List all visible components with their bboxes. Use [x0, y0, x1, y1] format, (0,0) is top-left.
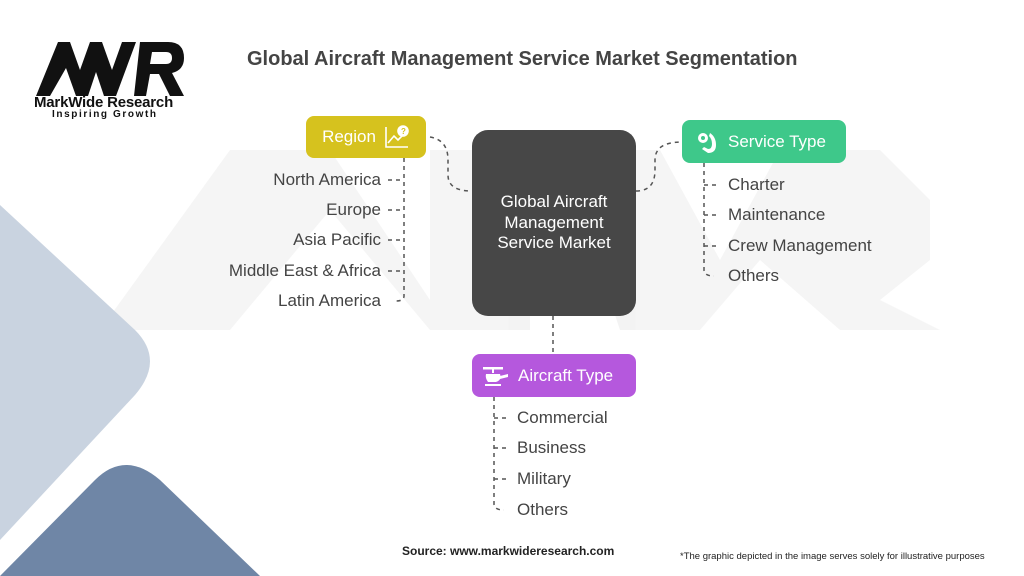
- dark-shape: [0, 465, 260, 576]
- connectors: [388, 136, 720, 511]
- disclaimer-text: *The graphic depicted in the image serve…: [680, 551, 985, 562]
- hand-gear-icon: [694, 129, 720, 155]
- service-item: Crew Management: [728, 236, 872, 255]
- segment-label: Region: [322, 127, 376, 146]
- chart-question-icon: ?: [384, 125, 410, 149]
- region-item: Latin America: [278, 291, 381, 310]
- logo-mark: [36, 40, 186, 98]
- logo-name: MarkWide Research: [34, 94, 174, 111]
- region-item: North America: [273, 170, 381, 189]
- segment-label: Service Type: [728, 131, 826, 151]
- segment-aircraft-type: Aircraft Type: [472, 354, 636, 397]
- service-item: Others: [728, 266, 780, 285]
- aircraft-item: Business: [517, 438, 586, 457]
- segment-label: Aircraft Type: [518, 365, 614, 385]
- logo-tagline: Inspiring Growth: [52, 109, 158, 120]
- svg-text:?: ?: [401, 127, 406, 136]
- page-title: Global Aircraft Management Service Marke…: [247, 48, 798, 70]
- center-node: Global Aircraft Management Service Marke…: [472, 130, 636, 316]
- service-item: Charter: [728, 175, 785, 194]
- source-text: Source: www.markwideresearch.com: [402, 544, 615, 558]
- aircraft-item: Military: [517, 469, 571, 488]
- watermark: [100, 150, 940, 330]
- center-label: Global Aircraft Management Service Marke…: [497, 192, 611, 253]
- light-shape: [0, 205, 150, 540]
- segment-region: Region ?: [306, 116, 426, 158]
- region-item: Asia Pacific: [293, 230, 381, 249]
- segment-service-type: Service Type: [682, 120, 846, 163]
- region-item: Middle East & Africa: [228, 261, 381, 280]
- region-item: Europe: [326, 200, 381, 219]
- aircraft-item: Others: [517, 500, 569, 519]
- aircraft-item: Commercial: [517, 408, 608, 427]
- service-item: Maintenance: [728, 205, 826, 224]
- helicopter-icon: [482, 364, 510, 388]
